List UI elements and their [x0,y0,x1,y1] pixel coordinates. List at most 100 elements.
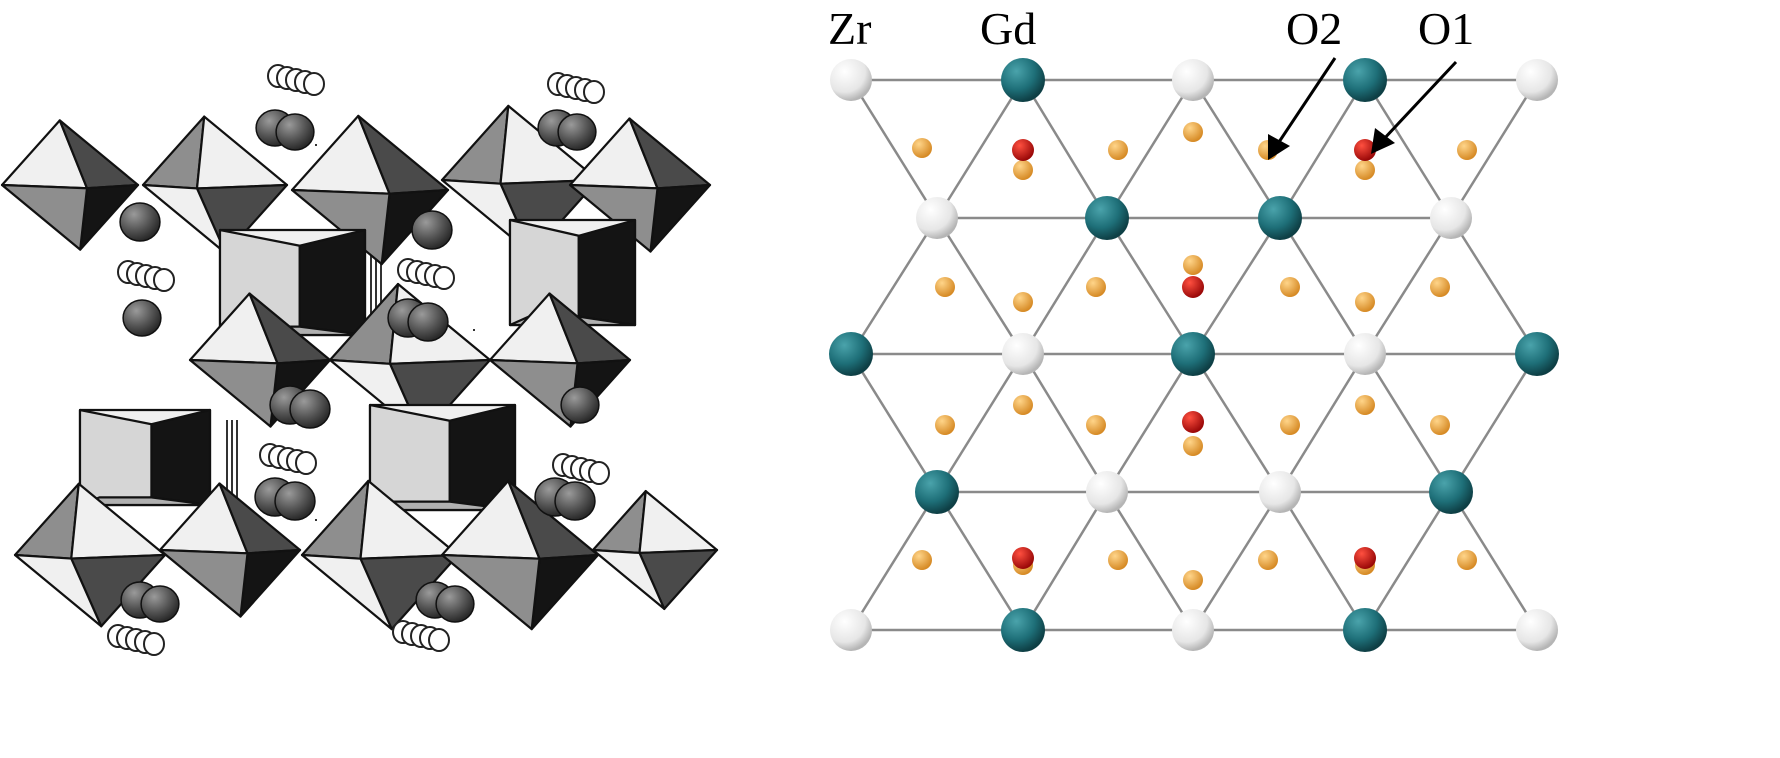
dark-atom [140,585,180,623]
o2-atom [1430,277,1450,297]
o1-atoms [1012,139,1376,569]
dark-atom [274,481,316,521]
o2-atom [1183,570,1203,590]
o2-atom [1013,160,1033,180]
gd-atom [915,470,959,514]
gd-atom [1258,196,1302,240]
pointer-arrows [1268,57,1458,160]
polyhedron-face [591,490,647,555]
dark-atom [289,389,331,429]
o2-atom [1280,415,1300,435]
zr-atom [1086,471,1128,513]
o1-atom [1012,139,1034,161]
o2-atom [1355,395,1375,415]
light-atom [428,628,450,652]
polyhedron-face [13,482,80,560]
zr-atom [1344,333,1386,375]
o2-atom [1183,436,1203,456]
label-zr: Zr [828,3,871,54]
o2-atom [1457,550,1477,570]
zr-atom [1172,609,1214,651]
dark-atom [554,481,596,521]
o2-atom [935,415,955,435]
gd-atom [829,332,873,376]
o2-atom [1086,415,1106,435]
gd-atom [1085,196,1129,240]
gd-atom [1343,58,1387,102]
polyhedron-face [158,548,249,618]
o2-atom [1280,277,1300,297]
o2-atom [912,550,932,570]
gd-atom [1001,608,1045,652]
light-atom [588,461,610,485]
light-atom [153,268,175,292]
polyhedron-face [440,553,541,631]
o2-atom [1430,415,1450,435]
zr-atom [830,609,872,651]
dark-atom [122,299,162,337]
dark-atom [119,202,161,242]
polyhedron-face [649,183,712,253]
o2-atom [1183,122,1203,142]
dark-atom [557,113,597,151]
o2-atom [1108,140,1128,160]
o2-atom [1355,160,1375,180]
polyhedron-face [577,218,637,327]
o2-atom [1013,292,1033,312]
o2-atom [1013,395,1033,415]
zr-atom [1516,609,1558,651]
o1-atom [1354,547,1376,569]
label-gd: Gd [980,3,1036,54]
dark-atom [435,585,475,623]
gd-atom [1001,58,1045,102]
polyhedron-face [150,408,212,507]
gd-atom [1171,332,1215,376]
polyhedron-face [141,115,206,190]
dark-atom [411,210,453,250]
lattice-projection-panel: Zr Gd O2 O1 [828,3,1559,652]
polyhedron-face [298,228,367,337]
o2-atom [1108,550,1128,570]
zr-atom [830,59,872,101]
o2-atom [1086,277,1106,297]
o2-atom [912,138,932,158]
light-atom [143,632,165,656]
o1-atom [1012,547,1034,569]
zr-atom [1430,197,1472,239]
gd-atom [1429,470,1473,514]
zr-atom [1172,59,1214,101]
o1-atom [1354,139,1376,161]
o2-atom [1355,292,1375,312]
o2-atoms [912,122,1477,590]
polyhedron-face [13,553,103,628]
label-o1: O1 [1418,3,1474,54]
label-o2: O2 [1286,3,1342,54]
o2-atom [935,277,955,297]
polyhedron-face [638,490,719,555]
polyhedron-face [239,548,302,618]
zr-atom [1259,471,1301,513]
o2-atom [1183,255,1203,275]
polyhedron-face [530,553,600,631]
polyhedral-structure-panel [0,64,719,656]
polyhedron-face [141,183,227,255]
light-atom [295,451,317,475]
o2-atom [1457,140,1477,160]
o1-atom [1182,411,1204,433]
light-atom [433,266,455,290]
polyhedron-face [78,408,153,507]
zr-atom [916,197,958,239]
o2-atom [1258,550,1278,570]
o1-atom [1182,276,1204,298]
polyhedron-face [0,183,89,251]
dark-atom [407,302,449,342]
light-atom [303,72,325,96]
zr-atom [1516,59,1558,101]
light-atom [583,80,605,104]
gd-atom [1343,608,1387,652]
dark-atom [275,113,315,151]
gd-atom [1515,332,1559,376]
polyhedron-face [440,104,510,185]
polyhedron-face [300,553,393,631]
